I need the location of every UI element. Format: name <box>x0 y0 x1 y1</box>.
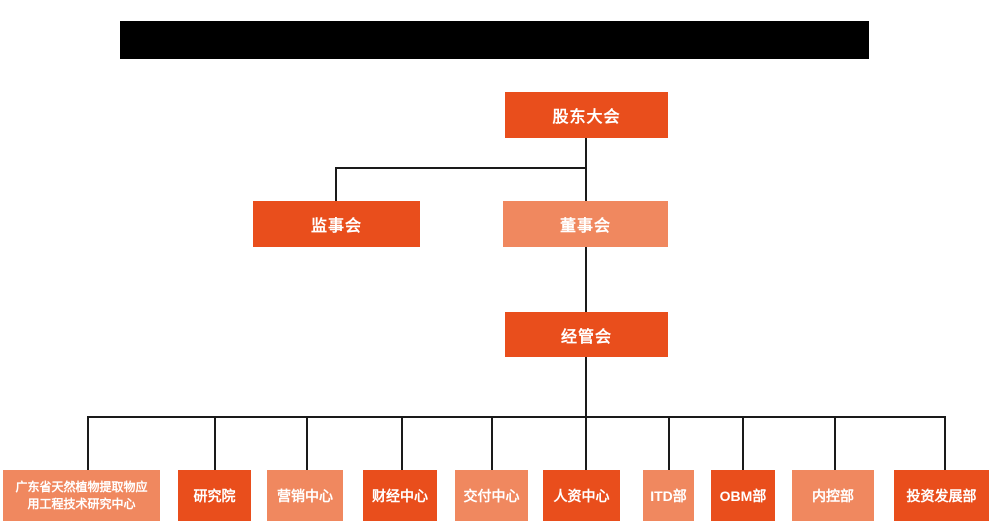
node-shareholders-meeting: 股东大会 <box>505 92 668 138</box>
node-hr-center: 人资中心 <box>543 470 620 521</box>
node-itd-department: ITD部 <box>643 470 694 521</box>
node-internal-control-department: 内控部 <box>792 470 874 521</box>
node-research-center: 广东省天然植物提取物应用工程技术研究中心 <box>3 470 160 521</box>
redacted-title-bar <box>120 21 869 59</box>
node-investment-development-department: 投资发展部 <box>894 470 989 521</box>
node-board-of-directors: 董事会 <box>503 201 668 247</box>
node-research-institute: 研究院 <box>178 470 251 521</box>
node-finance-center: 财经中心 <box>363 470 437 521</box>
node-supervisory-board: 监事会 <box>253 201 420 247</box>
node-obm-department: OBM部 <box>711 470 775 521</box>
node-marketing-center: 营销中心 <box>267 470 343 521</box>
node-management-committee: 经管会 <box>505 312 668 357</box>
node-delivery-center: 交付中心 <box>455 470 528 521</box>
